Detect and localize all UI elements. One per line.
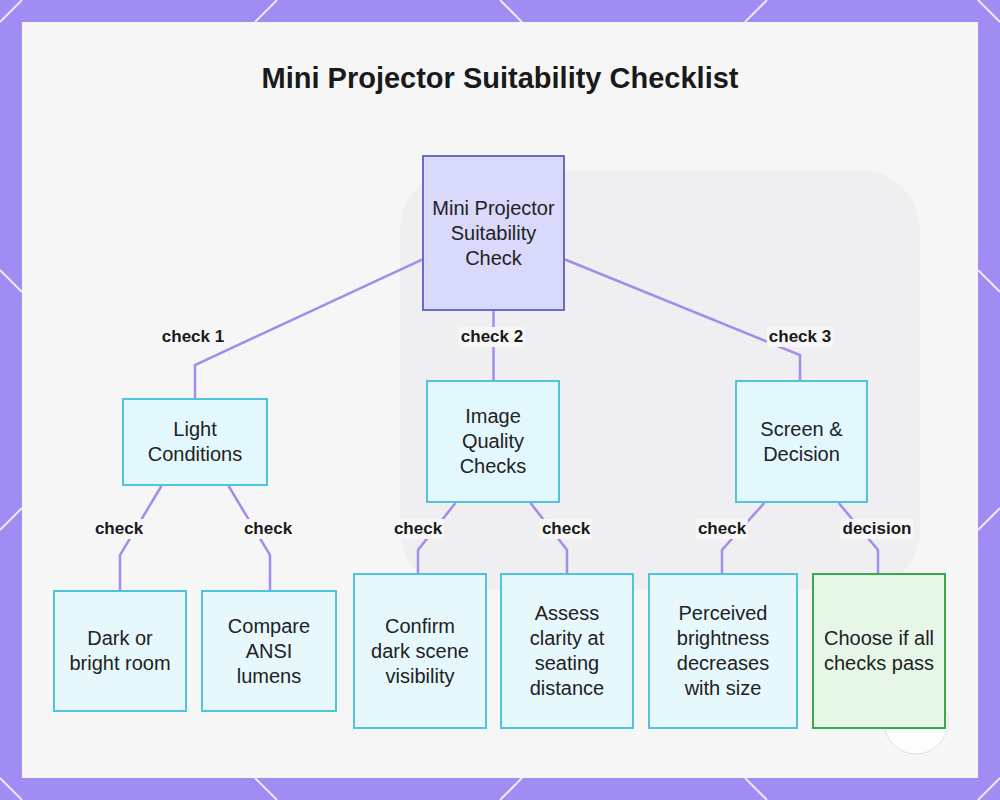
check-box: Confirm dark scene visibility xyxy=(353,573,487,729)
node-text: Compare ANSI lumens xyxy=(211,614,327,689)
edge-label: check xyxy=(696,519,748,539)
node-text-group: Perceived brightness decreases with size xyxy=(658,601,788,701)
node-text-group: Screen & Decision xyxy=(745,417,858,467)
connector-line xyxy=(195,260,422,398)
node-text-group: Confirm dark scene visibility xyxy=(363,614,477,689)
node-text-group: Choose if all checks pass xyxy=(822,626,936,676)
edge-label: check xyxy=(93,519,145,539)
node-text-group: Image Quality Checks xyxy=(436,404,550,479)
node-text: Light Conditions xyxy=(132,417,258,467)
diagram-title: Mini Projector Suitability Checklist xyxy=(0,62,1000,95)
check-box: Compare ANSI lumens xyxy=(201,590,337,712)
node-text-group: Assess clarity at seating distance xyxy=(510,601,624,701)
node-text: Screen & Decision xyxy=(745,417,858,467)
node-text: Confirm dark scene visibility xyxy=(363,614,477,689)
node-text: Assess clarity at seating distance xyxy=(510,601,624,701)
node-text: Perceived brightness decreases with size xyxy=(658,601,788,701)
edge-label: check xyxy=(392,519,444,539)
check-box: Dark or bright room xyxy=(53,590,187,712)
category-box: Light Conditions xyxy=(122,398,268,486)
connector-line xyxy=(565,260,800,380)
edge-label: check xyxy=(540,519,592,539)
edge-label: check 1 xyxy=(160,327,226,347)
check-box: Assess clarity at seating distance xyxy=(500,573,634,729)
root-box: Mini Projector Suitability Check xyxy=(422,155,565,311)
node-text-group: Mini Projector Suitability Check xyxy=(432,196,555,271)
edge-label: decision xyxy=(841,519,914,539)
check-box: Perceived brightness decreases with size xyxy=(648,573,798,729)
node-text: Dark or bright room xyxy=(63,626,177,676)
node-text: Mini Projector Suitability Check xyxy=(432,196,555,271)
node-text-group: Dark or bright room xyxy=(63,626,177,676)
node-text: Image Quality Checks xyxy=(436,404,550,479)
node-text-group: Light Conditions xyxy=(132,417,258,467)
decision-box: Choose if all checks pass xyxy=(812,573,946,729)
edge-label: check 3 xyxy=(767,327,833,347)
category-box: Image Quality Checks xyxy=(426,380,560,503)
category-box: Screen & Decision xyxy=(735,380,868,503)
node-text-group: Compare ANSI lumens xyxy=(211,614,327,689)
edge-label: check 2 xyxy=(459,327,525,347)
edge-label: check xyxy=(242,519,294,539)
node-text: Choose if all checks pass xyxy=(822,626,936,676)
